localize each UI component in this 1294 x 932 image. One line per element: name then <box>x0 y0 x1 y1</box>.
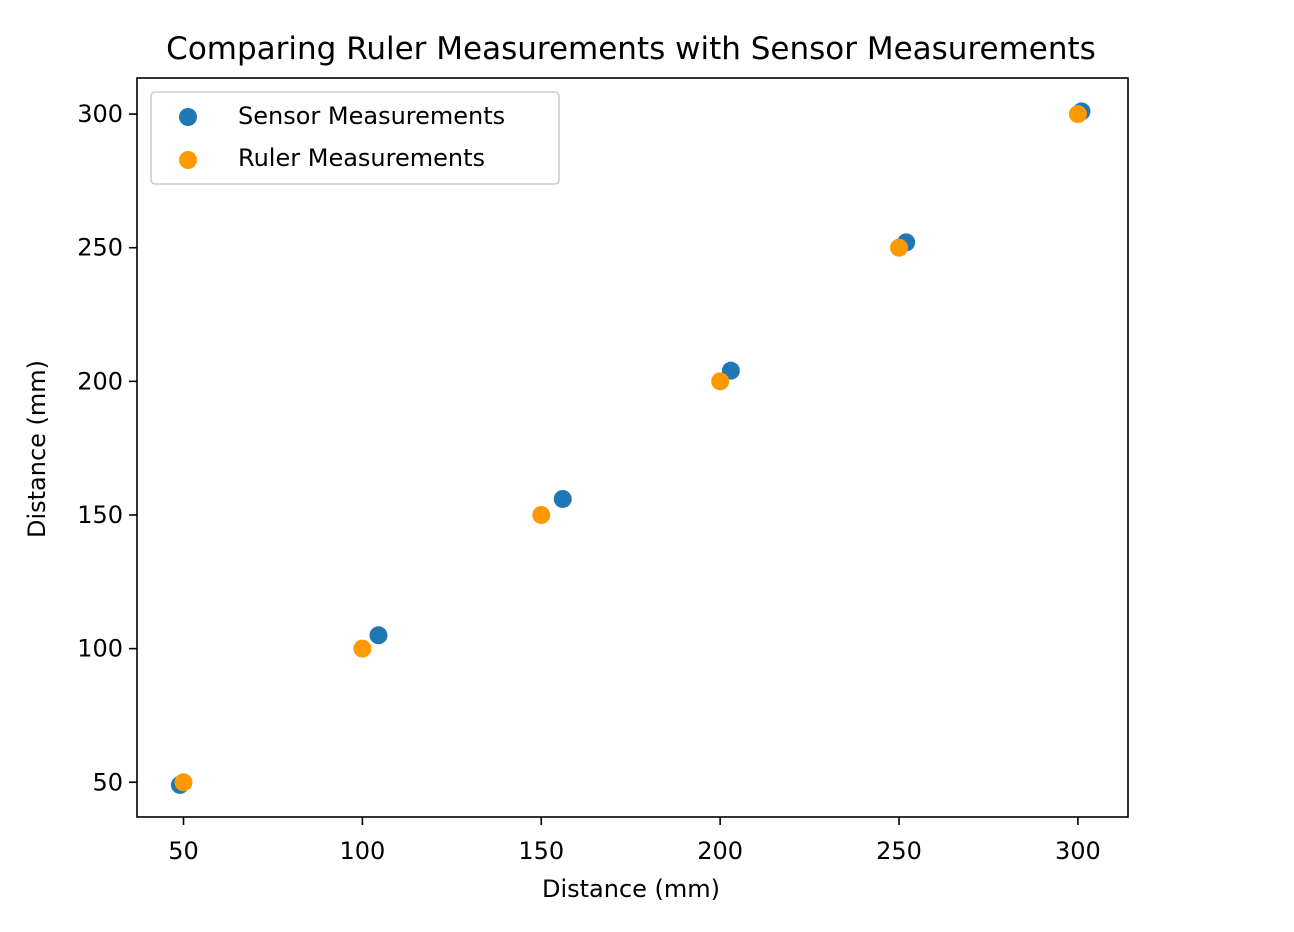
legend-marker-sensor <box>179 108 197 126</box>
x-tick-label: 300 <box>1055 837 1101 865</box>
x-tick-label: 250 <box>876 837 922 865</box>
x-tick-label: 200 <box>697 837 743 865</box>
legend-frame <box>150 91 560 185</box>
ruler-data-point <box>711 372 730 391</box>
ruler-data-point <box>1068 105 1087 124</box>
x-tick-label: 100 <box>339 837 385 865</box>
x-axis-label: Distance (mm) <box>542 875 720 903</box>
sensor-data-point <box>553 489 572 508</box>
legend: Sensor Measurements Ruler Measurements <box>150 91 560 185</box>
y-tick-label: 50 <box>92 768 123 796</box>
sensor-data-point <box>369 626 388 645</box>
y-axis-label: Distance (mm) <box>23 360 51 538</box>
y-tick-label: 300 <box>77 100 123 128</box>
ruler-data-point <box>532 505 551 524</box>
y-tick-label: 200 <box>77 367 123 395</box>
y-tick-label: 100 <box>77 635 123 663</box>
chart-title: Comparing Ruler Measurements with Sensor… <box>166 31 1096 67</box>
legend-label-sensor: Sensor Measurements <box>238 102 505 130</box>
x-tick-label: 150 <box>518 837 564 865</box>
ruler-data-point <box>353 639 372 658</box>
y-axis-ticks: 50 100 150 200 250 300 <box>77 100 137 796</box>
ruler-data-point <box>174 773 193 792</box>
legend-marker-ruler <box>179 151 197 169</box>
data-points <box>170 102 1091 794</box>
y-tick-label: 150 <box>77 501 123 529</box>
plot-area-frame <box>136 77 1129 818</box>
x-tick-label: 50 <box>168 837 199 865</box>
ruler-data-point <box>890 238 909 257</box>
y-tick-label: 250 <box>77 234 123 262</box>
x-axis-ticks: 50 100 150 200 250 300 <box>168 817 1101 865</box>
legend-label-ruler: Ruler Measurements <box>238 144 485 172</box>
